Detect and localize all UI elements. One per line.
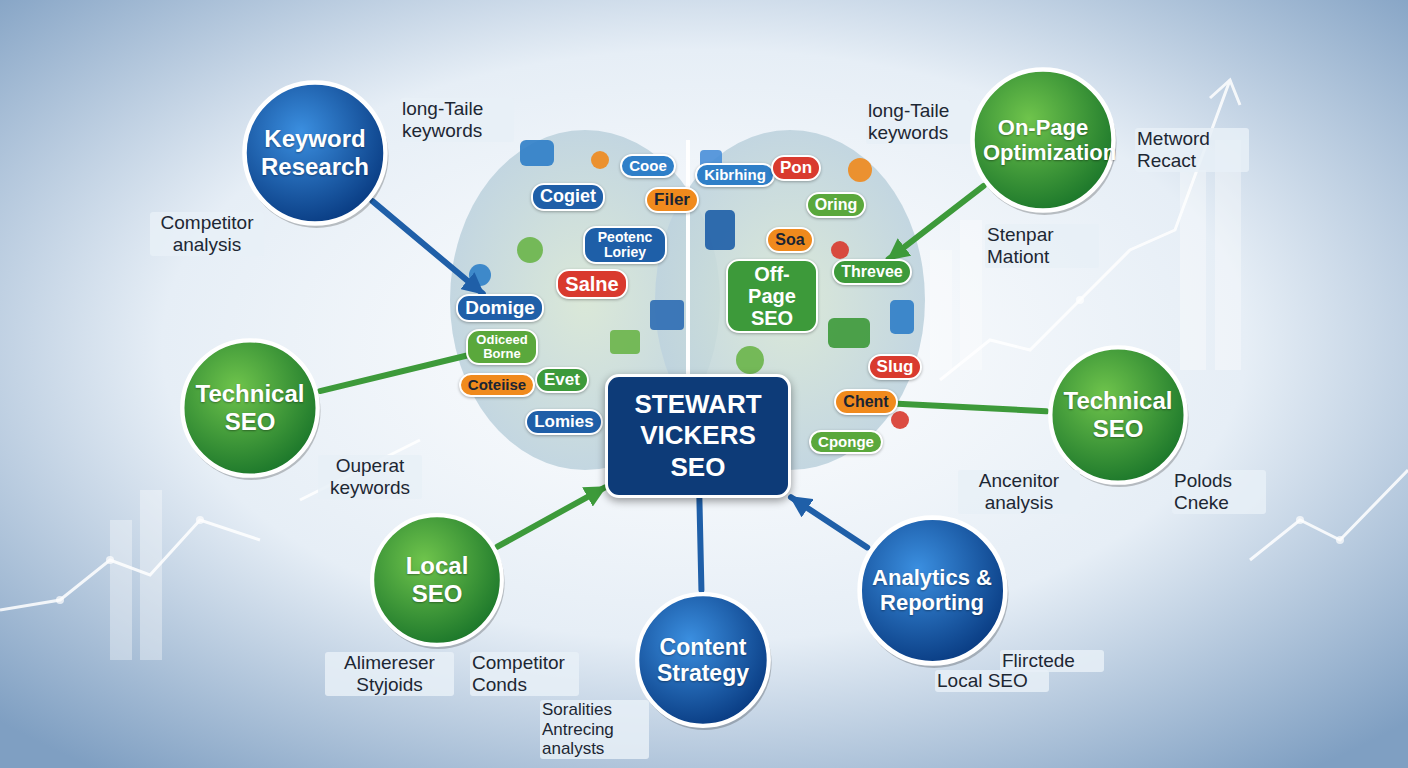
node-text: Technical SEO [193,380,308,435]
topic-circle: Content Strategy [633,590,773,730]
node-text: Pon [780,159,812,178]
connector-arrow [889,186,984,259]
node-text: Odiceed Borne [475,333,529,362]
topic-circle: On-Page Optimization [968,65,1118,215]
node-text: Soa [775,231,804,249]
annotation-label: Metword Recact [1135,128,1249,172]
brain-tag: Cogiet [531,183,605,211]
node-text: Off-Page SEO [735,263,809,329]
annotation-label: Polods Cneke [1172,470,1266,514]
annotation-label: long-Taile keywords [866,100,970,144]
node-text: Cogiet [540,187,596,207]
node-text: Cponge [818,434,874,451]
node-text: Evet [544,371,580,390]
brain-tag: Oring [806,192,867,218]
node-text: STEWART VICKERS SEO [622,389,774,483]
node-text: Analytics & Reporting [870,565,994,616]
annotation-label: Ouperat keywords [318,455,422,499]
connector-arrow [320,356,466,391]
connector-arrow [372,201,482,293]
brain-tag: Lomies [525,409,603,436]
node-text: Oring [815,196,858,214]
brain-tag: Odiceed Borne [466,329,538,366]
brain-tag: Soa [766,227,813,253]
brain-tag: Off-Page SEO [726,259,818,333]
node-text: Cooe [629,158,667,175]
brain-tag: Threvee [832,259,911,285]
annotation-label: Competitor Conds [470,652,579,696]
brain-tag: Salne [556,269,627,299]
annotation-label: Stenpar Mationt [985,224,1099,268]
topic-circle: Technical SEO [178,336,322,480]
node-text: Content Strategy [647,634,759,687]
annotation-label: Competitor analysis [150,212,264,256]
trend-lines [0,80,1408,610]
brain-tag: Chent [834,389,897,415]
connector-arrow [699,498,701,590]
annotation-label: Soralities Antrecing analysts [540,700,649,759]
connector-arrow [791,497,867,547]
node-text: Local SEO [382,552,492,607]
topic-circle: Keyword Research [240,78,390,228]
node-text: Salne [565,273,618,295]
node-text: Chent [843,393,888,411]
annotation-label: Ancenitor analysis [958,470,1080,514]
brain-tag: Pon [771,155,821,182]
brain-tag: Slug [868,354,923,381]
brain-tag: Peotenc Loriey [583,226,667,265]
brain-tag: Cponge [809,430,883,455]
brain-tag: Kibrhing [695,163,775,188]
node-text: Kibrhing [704,167,766,184]
annotation-label: Alimereser Styjoids [325,652,454,696]
connector-arrow [497,487,605,546]
node-text: Peotenc Loriey [592,230,658,261]
topic-circle: Analytics & Reporting [855,513,1010,668]
annotation-label: Flirctede [1000,650,1104,672]
brain-tag: Cooe [620,154,676,179]
topic-circle: Technical SEO [1046,343,1190,487]
connector-arrow [898,404,1046,412]
brain-tag: Domige [456,294,544,323]
node-text: Coteiise [468,377,526,394]
brain-tag: Filer [645,187,699,214]
node-text: Lomies [534,413,594,432]
brain-tag: Coteiise [459,373,535,398]
topic-circle: Local SEO [368,511,506,649]
node-text: Slug [877,358,914,377]
annotation-label: long-Taile keywords [400,98,514,142]
node-text: Filer [654,191,690,210]
brain-tag: Evet [535,367,589,394]
node-text: Threvee [841,263,902,281]
annotation-label: Local SEO [935,670,1049,692]
node-text: Technical SEO [1061,387,1176,442]
brand-box: STEWART VICKERS SEO [605,374,791,498]
node-text: Keyword Research [255,125,375,180]
node-text: Domige [465,298,535,319]
node-text: On-Page Optimization [983,115,1103,166]
